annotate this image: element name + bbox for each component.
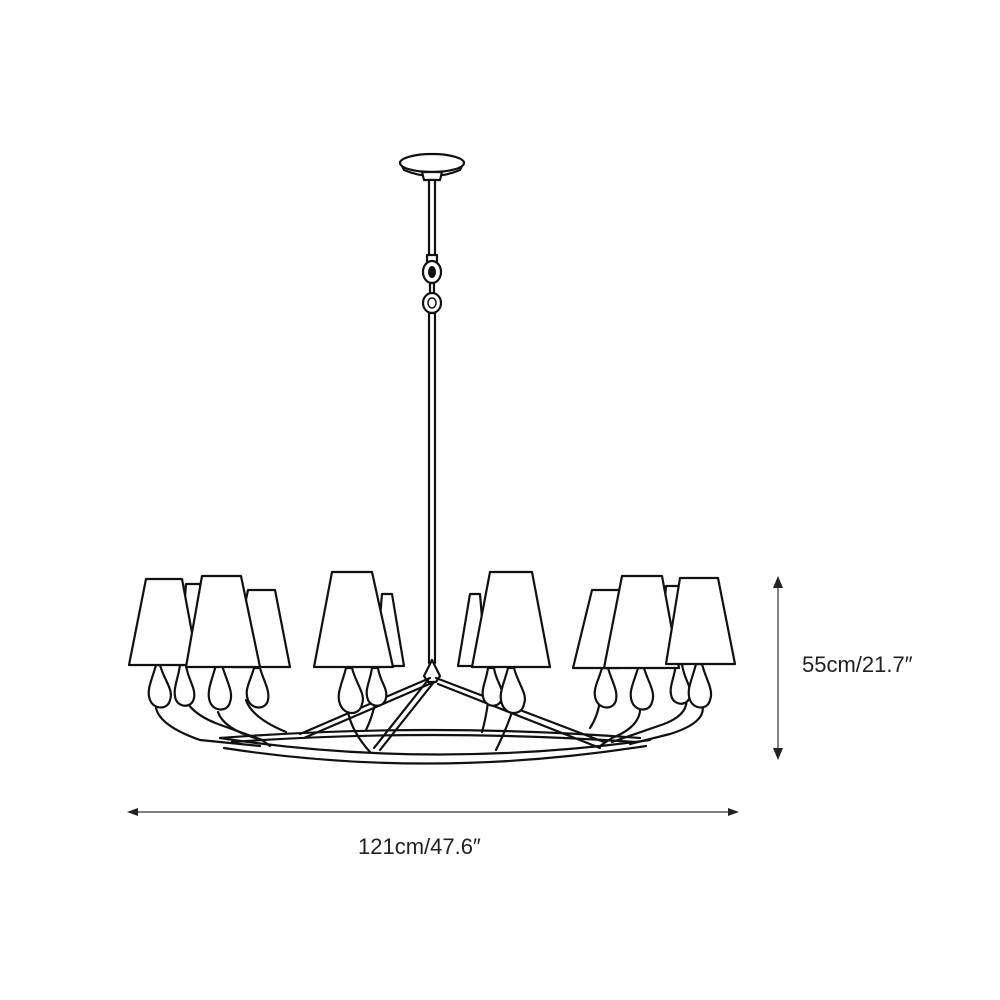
height-dimension-line <box>773 576 783 760</box>
chain <box>421 259 443 315</box>
bulbs <box>147 662 713 715</box>
stem <box>427 311 437 665</box>
lamp-shades-front <box>127 570 737 670</box>
height-label: 55cm/21.7″ <box>802 652 913 677</box>
ceiling-canopy <box>398 152 466 182</box>
upper-rod <box>425 178 439 265</box>
width-label: 121cm/47.6″ <box>358 834 481 859</box>
width-dimension-line <box>127 808 739 816</box>
spokes <box>298 676 606 752</box>
